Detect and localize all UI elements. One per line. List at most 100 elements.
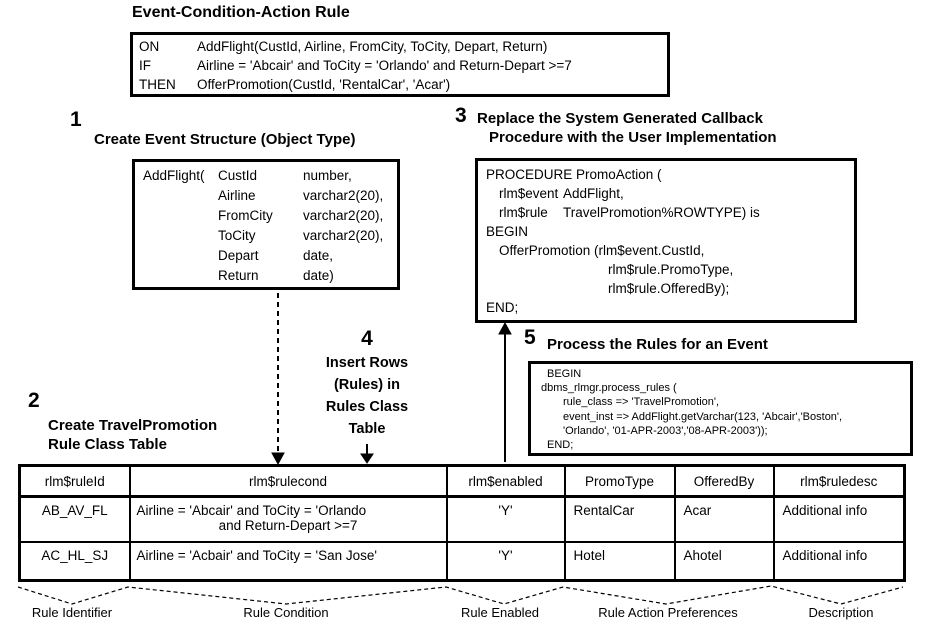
arrowhead-down-step4 xyxy=(360,453,374,464)
event-field-row: FromCity varchar2(20), xyxy=(143,206,397,226)
legend-rule-condition: Rule Condition xyxy=(243,605,329,620)
cell-ruleid: AB_AV_FL xyxy=(18,495,131,543)
code-line: rlm$rule.OfferedBy); xyxy=(608,281,730,296)
process-rules-box: BEGIN dbms_rlmgr.process_rules ( rule_cl… xyxy=(528,361,913,456)
step5-number: 5 xyxy=(524,326,536,349)
legend-rule-enabled: Rule Enabled xyxy=(460,605,540,620)
indent-spacer xyxy=(143,186,218,206)
code-line: rlm$event AddFlight, xyxy=(499,184,854,203)
eca-rule-row: THEN OfferPromotion(CustId, 'RentalCar',… xyxy=(139,75,667,94)
step3-heading: Replace the System Generated Callback Pr… xyxy=(477,109,777,147)
header-offeredby: OfferedBy xyxy=(673,464,775,498)
eca-rule-row: IF Airline = 'Abcair' and ToCity = 'Orla… xyxy=(139,56,667,75)
step5-heading: Process the Rules for an Event xyxy=(547,336,768,353)
code-line: OfferPromotion (rlm$event.CustId, xyxy=(499,243,705,258)
cell-rulecond: Airline = 'Acbair' and ToCity = 'San Jos… xyxy=(128,540,448,582)
field-type: number, xyxy=(303,168,352,183)
event-structure-box: AddFlight( CustId number, Airline varcha… xyxy=(132,159,400,290)
code-line: END; xyxy=(486,300,519,315)
code-line: rule_class => 'TravelPromotion', xyxy=(563,396,720,409)
param-type: TravelPromotion%ROWTYPE) is xyxy=(563,205,760,220)
field-type: varchar2(20), xyxy=(303,188,384,203)
cell-rulecond: Airline = 'Abcair' and ToCity = 'Orlando… xyxy=(128,495,448,543)
field-type: date) xyxy=(303,268,334,283)
step3-number: 3 xyxy=(455,104,467,127)
legend-description: Description xyxy=(808,605,874,620)
header-enabled: rlm$enabled xyxy=(445,464,566,498)
cond-line1: Airline = 'Abcair' and ToCity = 'Orlando xyxy=(136,503,367,518)
legend-rule-action-preferences: Rule Action Preferences xyxy=(598,605,738,620)
eca-then-clause: OfferPromotion(CustId, 'RentalCar', 'Aca… xyxy=(197,77,451,92)
event-structure-prefix: AddFlight( xyxy=(143,168,205,183)
step4-line: Insert Rows xyxy=(325,355,409,371)
step3-heading-line1: Replace the System Generated Callback xyxy=(477,110,763,127)
table-header-row: rlm$ruleId rlm$rulecond rlm$enabled Prom… xyxy=(18,464,906,498)
indent-spacer xyxy=(143,206,218,226)
cell-enabled: 'Y' xyxy=(445,540,566,582)
event-field-row: ToCity varchar2(20), xyxy=(143,226,397,246)
field-name: ToCity xyxy=(218,228,256,243)
event-field-row: Depart date, xyxy=(143,246,397,266)
event-field-row: Airline varchar2(20), xyxy=(143,186,397,206)
cell-offeredby: Ahotel xyxy=(673,540,775,582)
cell-ruledesc: Additional info xyxy=(772,495,906,543)
header-rulecond: rlm$rulecond xyxy=(128,464,448,498)
code-line: rlm$rule.PromoType, xyxy=(608,262,734,277)
step2-heading-line1: Create TravelPromotion xyxy=(48,417,218,434)
field-type: varchar2(20), xyxy=(303,208,384,223)
indent-spacer xyxy=(143,226,218,246)
callback-procedure-box: PROCEDURE PromoAction ( rlm$event AddFli… xyxy=(475,158,857,323)
code-line: PROCEDURE PromoAction ( xyxy=(486,167,662,182)
eca-rule-row: ON AddFlight(CustId, Airline, FromCity, … xyxy=(139,37,667,56)
eca-rule-box: ON AddFlight(CustId, Airline, FromCity, … xyxy=(130,32,670,97)
step4-line: (Rules) in xyxy=(333,377,401,393)
cell-ruledesc: Additional info xyxy=(772,540,906,582)
legend-rule-identifier: Rule Identifier xyxy=(31,605,113,620)
eca-if-clause: Airline = 'Abcair' and ToCity = 'Orlando… xyxy=(197,58,572,73)
code-line: BEGIN xyxy=(486,224,529,239)
code-line: BEGIN xyxy=(547,368,582,380)
cell-promotype: Hotel xyxy=(563,540,676,582)
cond-line1: Airline = 'Acbair' and ToCity = 'San Jos… xyxy=(136,547,377,563)
eca-keyword: THEN xyxy=(139,77,176,92)
event-field-row: AddFlight( CustId number, xyxy=(143,166,397,186)
arrowhead-down-step1 xyxy=(271,452,285,466)
step4-line: Rules Class xyxy=(325,399,409,415)
step4-number: 4 xyxy=(361,327,373,350)
step1-number: 1 xyxy=(70,108,82,131)
cell-enabled: 'Y' xyxy=(445,495,566,543)
legend-zigzag xyxy=(17,585,904,605)
eca-on-clause: AddFlight(CustId, Airline, FromCity, ToC… xyxy=(197,39,548,54)
step1-heading: Create Event Structure (Object Type) xyxy=(94,131,356,148)
field-name: Depart xyxy=(218,248,259,263)
diagram-title: Event-Condition-Action Rule xyxy=(132,4,350,21)
indent-spacer xyxy=(143,246,218,266)
param-type: AddFlight, xyxy=(563,186,624,201)
field-name: FromCity xyxy=(218,208,273,223)
step2-number: 2 xyxy=(28,389,40,412)
code-line: dbms_rlmgr.process_rules ( xyxy=(541,382,677,395)
header-ruledesc: rlm$ruledesc xyxy=(772,464,906,498)
eca-keyword: IF xyxy=(139,58,151,73)
indent-spacer xyxy=(143,266,218,286)
param-name: rlm$event xyxy=(499,186,559,201)
step4-label: 4 Insert Rows (Rules) in Rules Class Tab… xyxy=(302,326,432,440)
header-promotype: PromoType xyxy=(563,464,676,498)
code-line: rlm$rule TravelPromotion%ROWTYPE) is xyxy=(499,203,854,222)
field-name: Airline xyxy=(218,188,256,203)
rules-class-table: rlm$ruleId rlm$rulecond rlm$enabled Prom… xyxy=(18,464,906,582)
cell-ruleid: AC_HL_SJ xyxy=(18,540,131,582)
code-line: event_inst => AddFlight.getVarchar(123, … xyxy=(563,410,843,423)
code-line: END; xyxy=(547,439,574,452)
field-type: date, xyxy=(303,248,334,263)
step2-heading-line2: Rule Class Table xyxy=(48,436,167,453)
arrowhead-up-callback xyxy=(498,321,512,335)
field-name: CustId xyxy=(218,168,258,183)
step3-heading-line2: Procedure with the User Implementation xyxy=(489,129,777,146)
header-ruleid: rlm$ruleId xyxy=(18,464,131,498)
code-line: 'Orlando', '01-APR-2003','08-APR-2003'))… xyxy=(563,424,768,437)
table-row: AB_AV_FL Airline = 'Abcair' and ToCity =… xyxy=(18,495,906,543)
field-type: varchar2(20), xyxy=(303,228,384,243)
table-row: AC_HL_SJ Airline = 'Acbair' and ToCity =… xyxy=(18,540,906,582)
